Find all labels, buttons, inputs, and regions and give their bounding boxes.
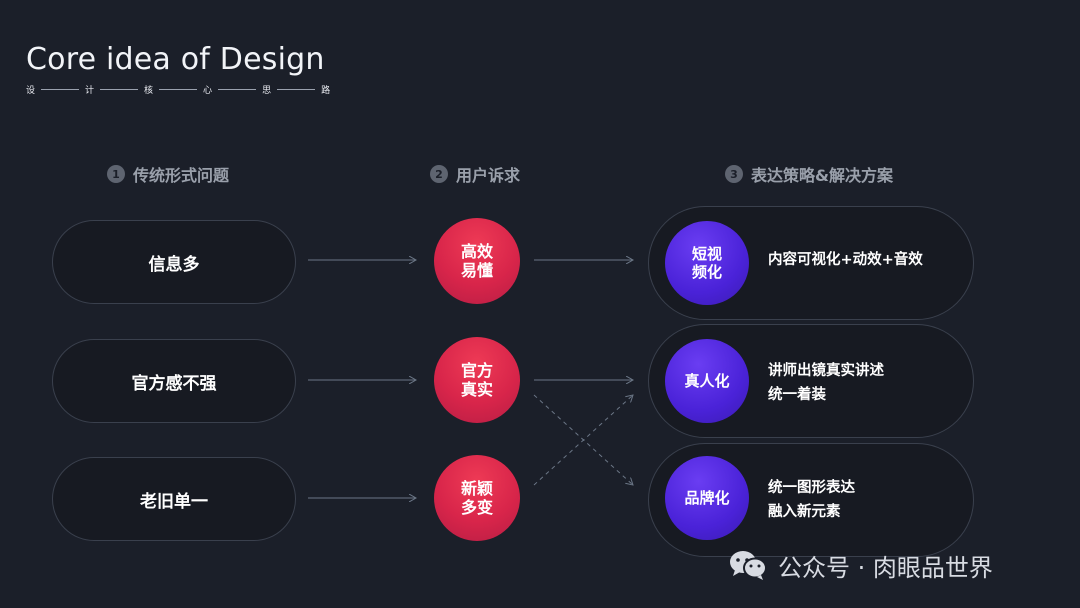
- solution-circle: 真人化: [665, 339, 749, 423]
- watermark-text: 公众号 · 肉眼品世界: [778, 553, 993, 582]
- description-line1: 统一图形表达: [768, 480, 855, 496]
- problem-label: 信息多: [148, 254, 200, 275]
- need-circle: 高效 易懂: [434, 218, 520, 304]
- subtitle-char: 设: [26, 85, 36, 96]
- subtitle-char: 计: [85, 85, 95, 96]
- need-label-line1: 官方: [460, 361, 493, 380]
- column-header-problems: 1 传统形式问题: [107, 163, 229, 185]
- problem-pill: 老旧单一: [52, 457, 296, 541]
- solution-label-line1: 短视: [691, 245, 722, 263]
- subtitle-char: 路: [321, 85, 331, 96]
- column-header-label: 表达策略&解决方案: [751, 166, 893, 185]
- page-subtitle: 设 计 核 心 思 路: [26, 82, 330, 96]
- description-line2: 统一着装: [768, 387, 826, 403]
- need-label-line2: 易懂: [460, 261, 493, 280]
- need-label-line1: 新颖: [460, 479, 493, 498]
- solution-circle: 短视 频化: [665, 221, 749, 305]
- need-label-line2: 多变: [460, 498, 493, 517]
- need-label-line1: 高效: [460, 242, 493, 261]
- problem-label: 老旧单一: [140, 491, 208, 512]
- problem-label: 官方感不强: [131, 373, 217, 394]
- need-label-line2: 真实: [460, 380, 493, 399]
- column-header-solutions: 3 表达策略&解决方案: [725, 163, 893, 185]
- description-line1: 讲师出镜真实讲述: [768, 363, 884, 379]
- wechat-icon: [730, 551, 767, 580]
- subtitle-char: 心: [203, 85, 213, 96]
- watermark: 公众号 · 肉眼品世界: [728, 548, 993, 582]
- subtitle-char: 思: [262, 85, 272, 96]
- description-line2: 融入新元素: [768, 504, 841, 520]
- solution-description: 讲师出镜真实讲述 统一着装: [768, 359, 884, 407]
- solution-description: 内容可视化+动效+音效: [768, 248, 923, 272]
- problem-pill: 信息多: [52, 220, 296, 304]
- need-circle: 官方 真实: [434, 337, 520, 423]
- column-header-label: 用户诉求: [456, 166, 521, 185]
- solution-label-line2: 频化: [691, 263, 722, 281]
- need-circle: 新颖 多变: [434, 455, 520, 541]
- step-number-badge: 1: [107, 165, 125, 183]
- subtitle-char: 核: [144, 85, 154, 96]
- column-header-needs: 2 用户诉求: [430, 163, 520, 185]
- step-number-badge: 2: [430, 165, 448, 183]
- step-number-badge: 3: [725, 165, 743, 183]
- column-header-label: 传统形式问题: [133, 166, 230, 185]
- description-line1: 内容可视化+动效+音效: [768, 252, 923, 268]
- page-title: Core idea of Design: [26, 42, 325, 77]
- solution-circle: 品牌化: [665, 456, 749, 540]
- problem-pill: 官方感不强: [52, 339, 296, 423]
- solution-description: 统一图形表达 融入新元素: [768, 476, 855, 524]
- solution-label-line1: 真人化: [684, 372, 730, 390]
- solution-label-line1: 品牌化: [684, 489, 730, 507]
- arrow-need-to-solution-dashed: [533, 395, 633, 486]
